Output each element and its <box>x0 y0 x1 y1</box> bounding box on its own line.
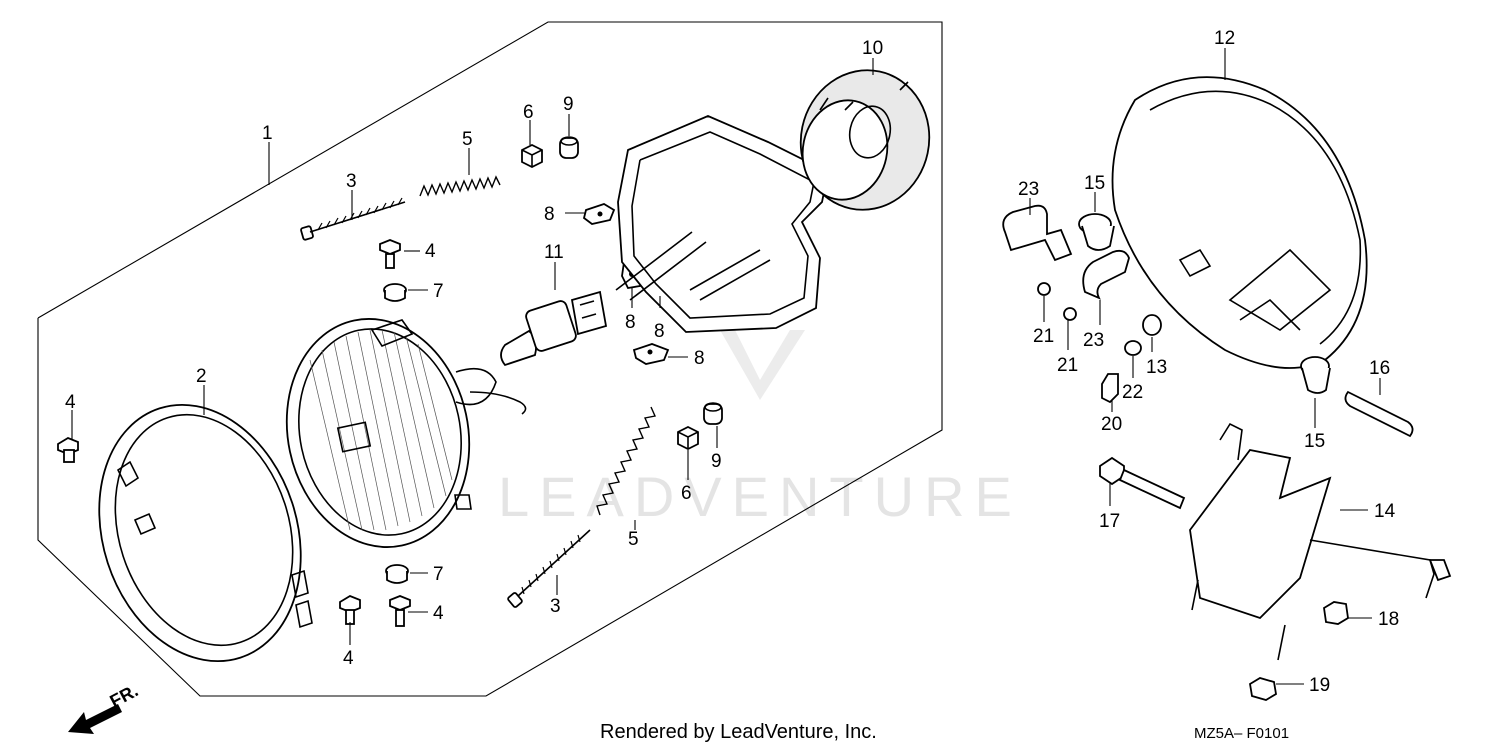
washer-22 <box>1124 340 1142 356</box>
screw-21-lower <box>1063 307 1077 321</box>
front-direction-label: FR. <box>106 680 141 711</box>
adjusting-screw-lower <box>507 529 591 608</box>
rubber-mount-lower <box>1300 356 1331 394</box>
collar-tube <box>1344 390 1414 438</box>
callout-22: 22 <box>1122 382 1143 403</box>
headlight-case <box>1111 76 1368 369</box>
clip-lower <box>632 343 670 365</box>
callout-4-lower-right: 4 <box>433 603 444 624</box>
callout-6-upper: 6 <box>523 102 534 123</box>
callout-20: 20 <box>1101 414 1122 435</box>
callout-8-upper: 8 <box>544 204 555 225</box>
bolt-lower-right <box>389 595 411 627</box>
callout-3-lower: 3 <box>550 596 561 617</box>
grommet-lower <box>385 564 409 584</box>
callout-21-lower: 21 <box>1057 355 1078 376</box>
arrow-front-icon: FR. <box>68 680 141 734</box>
callout-labels: 1 2 3 3 4 4 4 4 5 5 6 6 7 7 8 8 8 8 9 9 … <box>65 28 1399 696</box>
spring-upper <box>419 175 501 197</box>
watermark-text: LEADVENTURE <box>498 465 1022 528</box>
callout-8-left: 8 <box>625 312 636 333</box>
nut-19 <box>1249 677 1277 701</box>
watermark: LEADVENTURE <box>498 247 1022 528</box>
callout-7-upper: 7 <box>433 281 444 302</box>
callout-15-lower: 15 <box>1304 431 1325 452</box>
collar-lower <box>703 402 723 425</box>
collar-upper <box>559 136 579 159</box>
callout-2: 2 <box>196 366 207 387</box>
callout-23-upper: 23 <box>1018 179 1039 200</box>
callout-6-lower: 6 <box>681 483 692 504</box>
headlight-bulb <box>500 290 608 367</box>
callout-17: 17 <box>1099 511 1120 532</box>
callout-14: 14 <box>1374 501 1396 522</box>
nut-upper <box>521 143 543 169</box>
callout-5-lower: 5 <box>628 529 639 550</box>
bolt-lower-left <box>339 594 361 625</box>
callout-10: 10 <box>862 38 883 59</box>
callout-12: 12 <box>1214 28 1235 49</box>
headlight-unit <box>285 318 527 548</box>
bolt-left <box>57 436 79 463</box>
spring-lower <box>596 406 656 516</box>
callout-16: 16 <box>1369 358 1390 379</box>
callout-1: 1 <box>262 123 273 144</box>
grommet-upper <box>383 283 407 302</box>
leader-lines <box>71 48 1381 685</box>
callout-19: 19 <box>1309 675 1330 696</box>
wire-clamp-lower <box>1082 249 1130 300</box>
nut-18 <box>1323 601 1349 625</box>
nut-13 <box>1142 314 1162 336</box>
callout-21-upper: 21 <box>1033 326 1054 347</box>
screw-21-upper <box>1037 282 1051 296</box>
callout-18: 18 <box>1378 609 1399 630</box>
assembly-boundary <box>37 21 943 697</box>
callout-23-lower: 23 <box>1083 330 1104 351</box>
bolt-17 <box>1099 456 1186 510</box>
callout-4-left: 4 <box>65 392 76 413</box>
rendered-by-credit: Rendered by LeadVenture, Inc. <box>600 721 877 743</box>
callout-8-right: 8 <box>654 321 665 342</box>
diagram-code: MZ5A– F0101 <box>1194 725 1289 742</box>
callout-15-upper: 15 <box>1084 173 1105 194</box>
nut-lower <box>677 425 699 451</box>
callout-9-upper: 9 <box>563 94 574 115</box>
callout-7-lower: 7 <box>433 564 444 585</box>
callout-3-upper: 3 <box>346 171 357 192</box>
headlight-stay <box>1189 422 1452 661</box>
callout-13: 13 <box>1146 357 1167 378</box>
case-bracket <box>615 115 830 333</box>
adjusting-screw-upper <box>300 197 406 241</box>
callout-5-upper: 5 <box>462 129 473 150</box>
socket-cover <box>799 69 931 211</box>
rubber-mount-upper <box>1078 213 1115 251</box>
callout-4-upper: 4 <box>425 241 436 262</box>
clip-upper <box>582 203 616 225</box>
wire-clamp-upper <box>1002 204 1073 262</box>
callout-8-lower: 8 <box>694 348 705 369</box>
headlight-rim <box>98 403 313 663</box>
bolt-upper <box>379 239 401 269</box>
bolt-20 <box>1101 373 1119 404</box>
callout-4-lower-left: 4 <box>343 648 354 669</box>
callout-9-lower: 9 <box>711 451 722 472</box>
callout-11: 11 <box>544 242 564 263</box>
